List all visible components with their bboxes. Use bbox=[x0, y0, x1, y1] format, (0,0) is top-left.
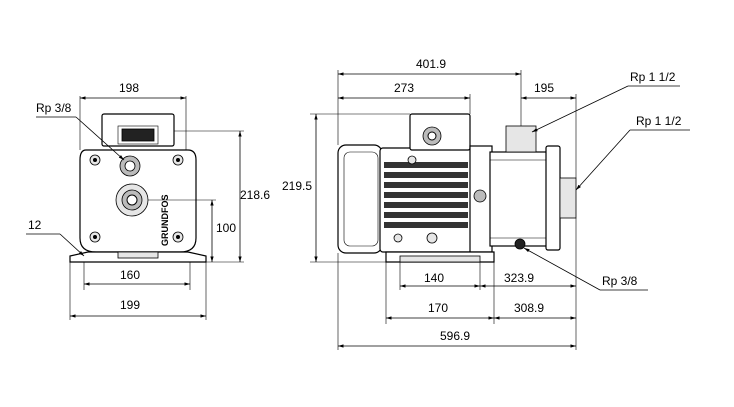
dim-front-160: 160 bbox=[120, 268, 140, 282]
side-drain bbox=[514, 238, 526, 250]
front-view: GRUNDFOS 198 218.6 100 160 199 Rp 3/8 12 bbox=[26, 81, 270, 320]
side-inlet bbox=[559, 177, 577, 219]
label-12: 12 bbox=[28, 218, 42, 232]
side-motor-ribs bbox=[384, 162, 468, 228]
dim-side-195: 195 bbox=[534, 81, 554, 95]
side-pump-head bbox=[545, 145, 561, 251]
dim-front-218-6: 218.6 bbox=[240, 188, 270, 202]
dim-side-323-9: 323.9 bbox=[504, 271, 534, 285]
label-outlet-rp: Rp 1 1/2 bbox=[630, 70, 676, 84]
side-pump-sleeve bbox=[489, 151, 549, 247]
dim-side-219-5: 219.5 bbox=[282, 179, 312, 193]
brand-mark: GRUNDFOS bbox=[160, 195, 170, 247]
dim-front-199: 199 bbox=[120, 298, 140, 312]
dim-side-596-9: 596.9 bbox=[440, 329, 470, 343]
dim-side-273: 273 bbox=[394, 81, 414, 95]
side-fan-cover bbox=[337, 144, 383, 254]
dim-side-308-9: 308.9 bbox=[514, 301, 544, 315]
side-outlet bbox=[505, 125, 537, 153]
front-bolts bbox=[89, 154, 184, 243]
dim-front-198: 198 bbox=[119, 81, 139, 95]
dim-side-170: 170 bbox=[428, 301, 448, 315]
label-rp-3-8-front: Rp 3/8 bbox=[36, 101, 72, 115]
label-drain-rp: Rp 3/8 bbox=[602, 274, 638, 288]
label-inlet-rp: Rp 1 1/2 bbox=[636, 114, 682, 128]
dim-side-140: 140 bbox=[424, 271, 444, 285]
side-view: 401.9 273 195 219.5 140 323.9 170 308.9 … bbox=[282, 57, 690, 350]
dim-side-401-9: 401.9 bbox=[416, 57, 446, 71]
dim-front-100: 100 bbox=[216, 221, 236, 235]
